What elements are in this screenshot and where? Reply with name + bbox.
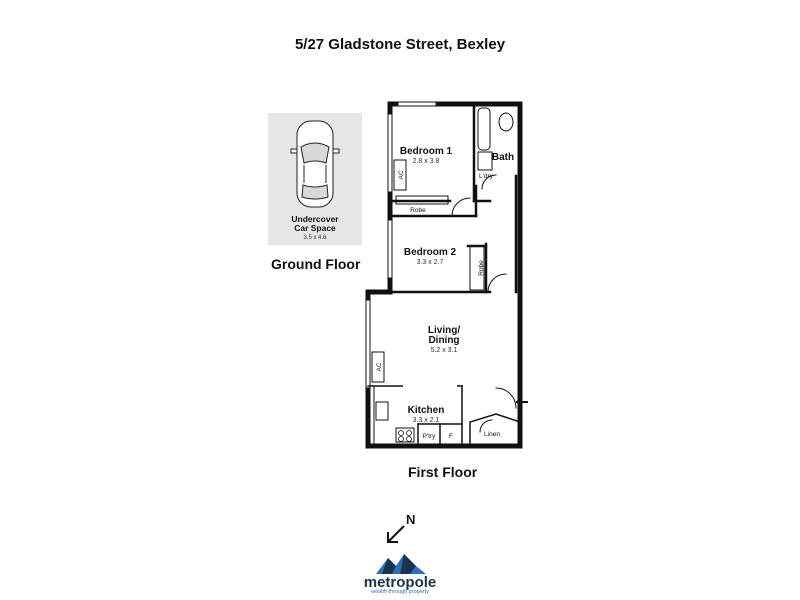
bath-name: Bath <box>492 152 514 163</box>
kitchen-name: Kitchen <box>408 405 445 416</box>
living-dims: 5.2 x 3.1 <box>431 347 458 354</box>
robe1-name: Robe <box>410 207 426 214</box>
pantry-name: P'try <box>423 433 437 440</box>
first-floor-label: First Floor <box>408 464 478 480</box>
car-space-name-line1: Undercover <box>291 214 339 224</box>
robe2-name: Robe <box>478 260 485 276</box>
entry-arrow-icon <box>515 397 528 407</box>
plan-title: 5/27 Gladstone Street, Bexley <box>294 36 506 53</box>
fridge-name: F <box>449 433 453 440</box>
ground-floor-label: Ground Floor <box>271 256 361 272</box>
metropole-logo-icon <box>376 554 426 574</box>
car-icon <box>290 120 340 208</box>
bedroom1-dims: 2.8 x 3.8 <box>413 158 440 165</box>
ac1-name: AC <box>398 170 405 179</box>
logo-wordmark: metropole <box>363 574 437 591</box>
first-floor-plan: Bedroom 1 2.8 x 3.8 Bath L'dry Robe AC B… <box>365 101 528 449</box>
logo-tagline: wealth through property <box>371 589 429 595</box>
bedroom1-name: Bedroom 1 <box>400 146 453 157</box>
car-space-panel: Undercover Car Space 3.5 x 4.6 <box>268 113 362 245</box>
compass-label: N <box>406 512 415 527</box>
living-name-line2: Dining <box>428 335 459 346</box>
laundry-name: L'dry <box>479 173 494 180</box>
ac2-name: AC <box>376 362 383 371</box>
kitchen-dims: 3.3 x 2.1 <box>413 417 440 424</box>
linen-name: Linen <box>484 431 500 438</box>
car-space-name-line2: Car Space <box>294 223 336 233</box>
living-name-line1: Living/ <box>428 325 460 336</box>
compass: N <box>387 512 415 543</box>
car-space-dims: 3.5 x 4.6 <box>303 235 327 241</box>
north-arrow-icon <box>387 525 405 543</box>
bedroom2-name: Bedroom 2 <box>404 247 457 258</box>
bedroom2-dims: 3.3 x 2.7 <box>417 259 444 266</box>
